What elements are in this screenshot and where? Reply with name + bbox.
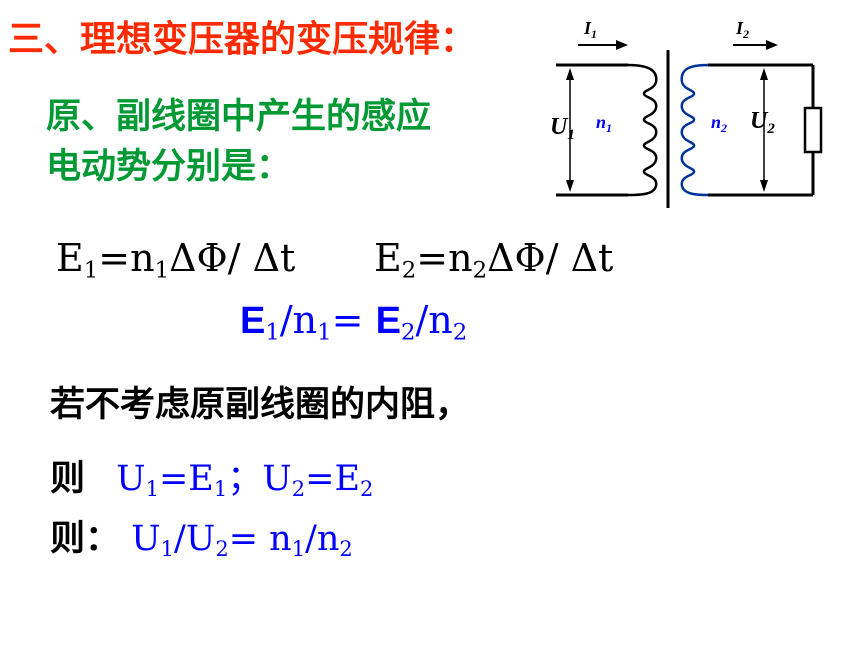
- intro-line-1: 原、副线圈中产生的感应: [46, 97, 432, 137]
- result-line-2: 则： U1/U2= n1/n2: [50, 519, 353, 561]
- result-line-1: 则 U1=E1；U2=E2: [50, 459, 374, 501]
- current-i1-label: I1: [583, 18, 597, 41]
- intro-line-2: 电动势分别是：: [46, 147, 292, 187]
- voltage-u2-label: U2: [750, 108, 775, 137]
- current-i2-label: I2: [735, 18, 749, 41]
- transformer-circuit-diagram: I1 I2 U1 n1 n2 U2: [550, 18, 823, 208]
- turns-n1-label: n1: [596, 112, 612, 135]
- emf-equation-1: E1=n1ΔΦ/ Δt: [56, 236, 296, 284]
- page-title: 三、理想变压器的变压规律：: [8, 19, 477, 60]
- voltage-u1-label: U1: [550, 114, 575, 143]
- emf-equation-2: E2=n2ΔΦ/ Δt: [374, 236, 614, 284]
- emf-ratio-equation: E1/n1= E2/n2: [240, 298, 468, 346]
- resistance-note: 若不考虑原副线圈的内阻，: [50, 385, 471, 425]
- turns-n2-label: n2: [711, 112, 727, 135]
